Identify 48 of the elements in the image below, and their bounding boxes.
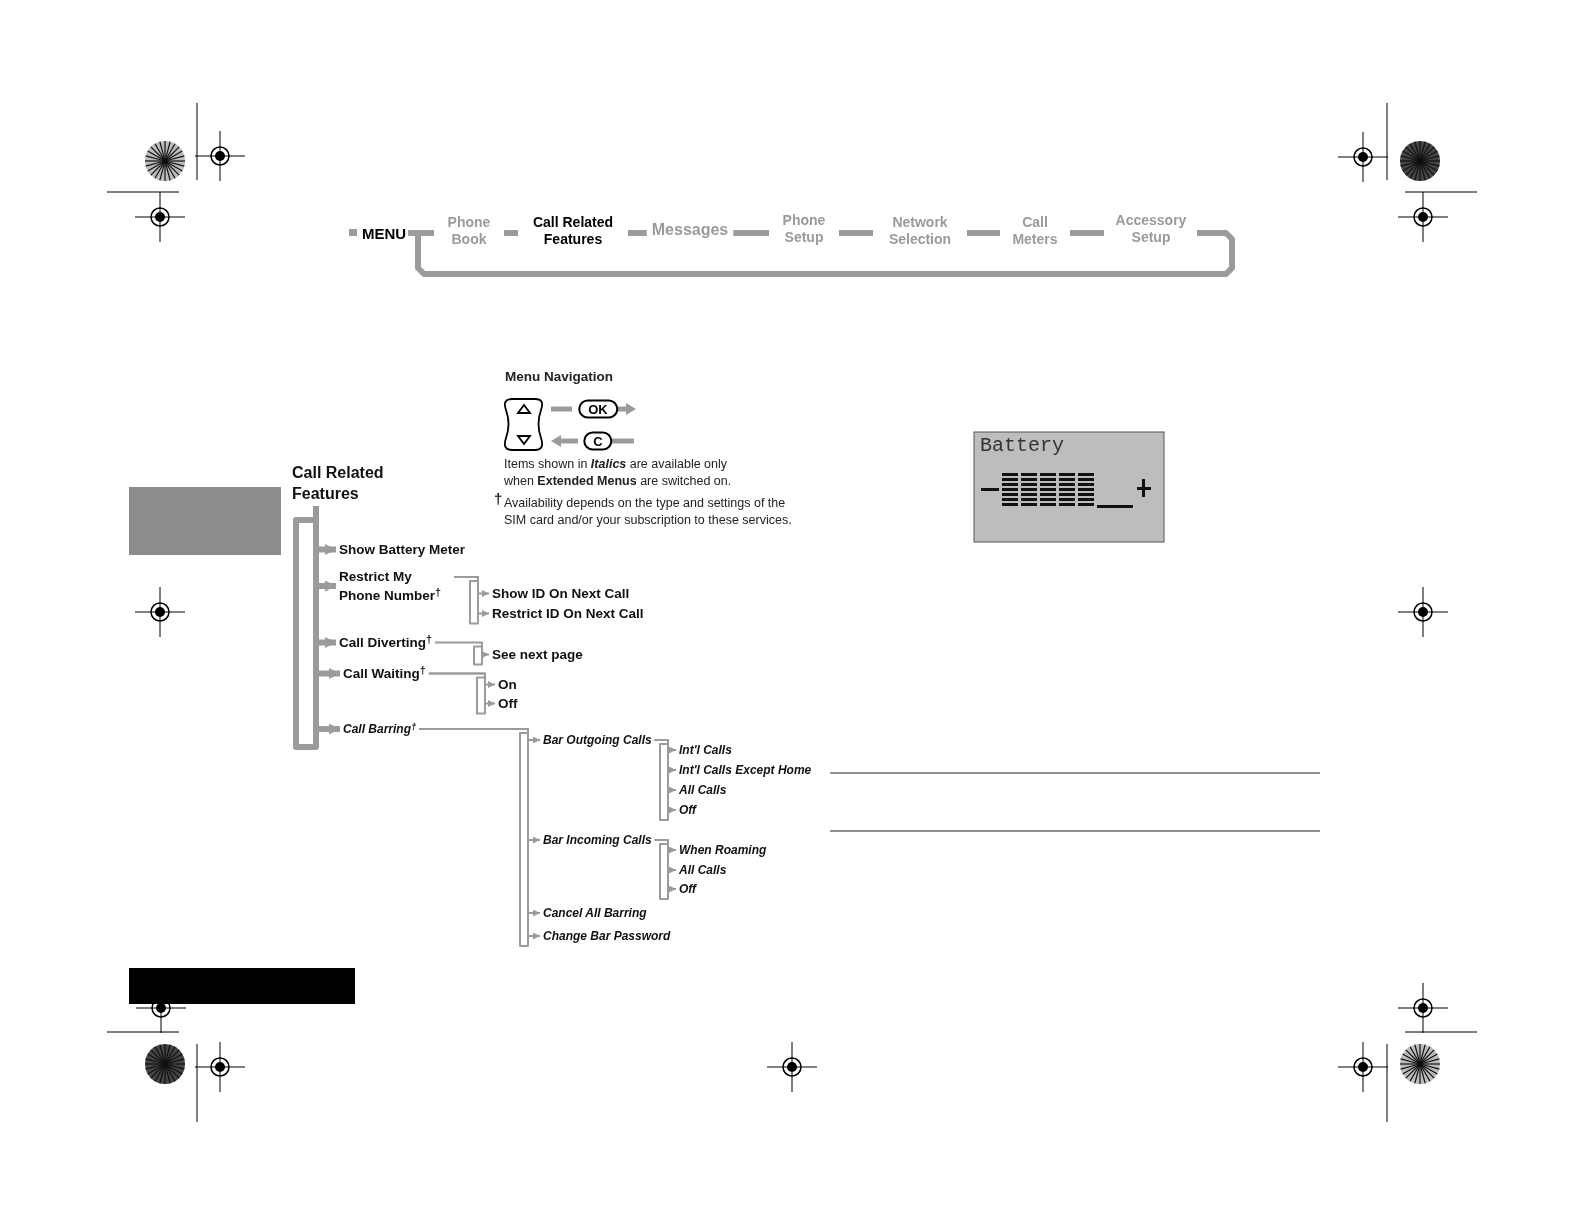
menu-item-current: Call Related Features: [523, 214, 623, 248]
menu-option: All Calls: [679, 862, 727, 878]
menu-option: Restrict My Phone Number$^{†}$: [339, 567, 451, 605]
menu-item: Network Selection: [878, 214, 962, 248]
menu-option: When Roaming: [679, 842, 767, 858]
menu-option: Call Barring$^{†}$: [343, 721, 417, 737]
note-text: Availability depends on the type and settings of the SIM card and/or your subscription to these services.: [504, 495, 793, 529]
menu-option: Off: [679, 881, 697, 897]
lcd-text: Battery: [980, 437, 1064, 454]
connector: [967, 230, 1000, 236]
connector: [427, 672, 496, 707]
footnote-mark: †: [494, 490, 503, 507]
menu-label: MENU: [361, 224, 407, 242]
menu-option: See next page: [492, 645, 583, 664]
menu-option: Off: [679, 802, 697, 818]
menu-option: Int'l Calls Except Home: [679, 762, 812, 778]
note-text: Items shown in Italics are available only when Extended Menus are switched on.: [504, 456, 733, 490]
menu-option: Cancel All Barring: [543, 905, 647, 921]
connector: [839, 230, 873, 236]
menu-option: Change Bar Password: [543, 928, 671, 944]
menu-item: Phone Book: [439, 214, 499, 248]
connector: [408, 230, 1235, 277]
section-title: Menu Navigation: [505, 368, 613, 385]
connector: [653, 739, 677, 814]
page-bar: [129, 968, 355, 1004]
connector: [504, 230, 518, 236]
connector: [733, 230, 769, 236]
connector: [628, 230, 647, 236]
menu-option: Call Diverting$^{†}$: [339, 633, 433, 652]
menu-item: Call Meters: [1005, 214, 1065, 248]
menu-item: Messages: [651, 220, 729, 238]
menu-option: Bar Outgoing Calls: [543, 732, 652, 748]
menu-item: Accessory Setup: [1109, 212, 1193, 246]
menu-option: Show ID On Next Call: [492, 584, 630, 603]
menu-option: Show Battery Meter: [339, 540, 466, 559]
menu-option: Off: [498, 694, 518, 713]
menu-option: On: [498, 675, 517, 694]
menu-option: Restrict ID On Next Call: [492, 604, 644, 623]
menu-heading: Call Related Features: [292, 462, 400, 504]
menu-option: Bar Incoming Calls: [543, 832, 652, 848]
connector: [1070, 230, 1104, 236]
connector: [653, 839, 677, 893]
connector: [434, 641, 490, 658]
section-tab: [129, 487, 281, 555]
menu-option: All Calls: [679, 782, 727, 798]
menu-option: Call Waiting$^{†}$: [343, 664, 426, 683]
menu-item: Phone Setup: [774, 212, 834, 246]
menu-option: Int'l Calls: [679, 742, 732, 758]
